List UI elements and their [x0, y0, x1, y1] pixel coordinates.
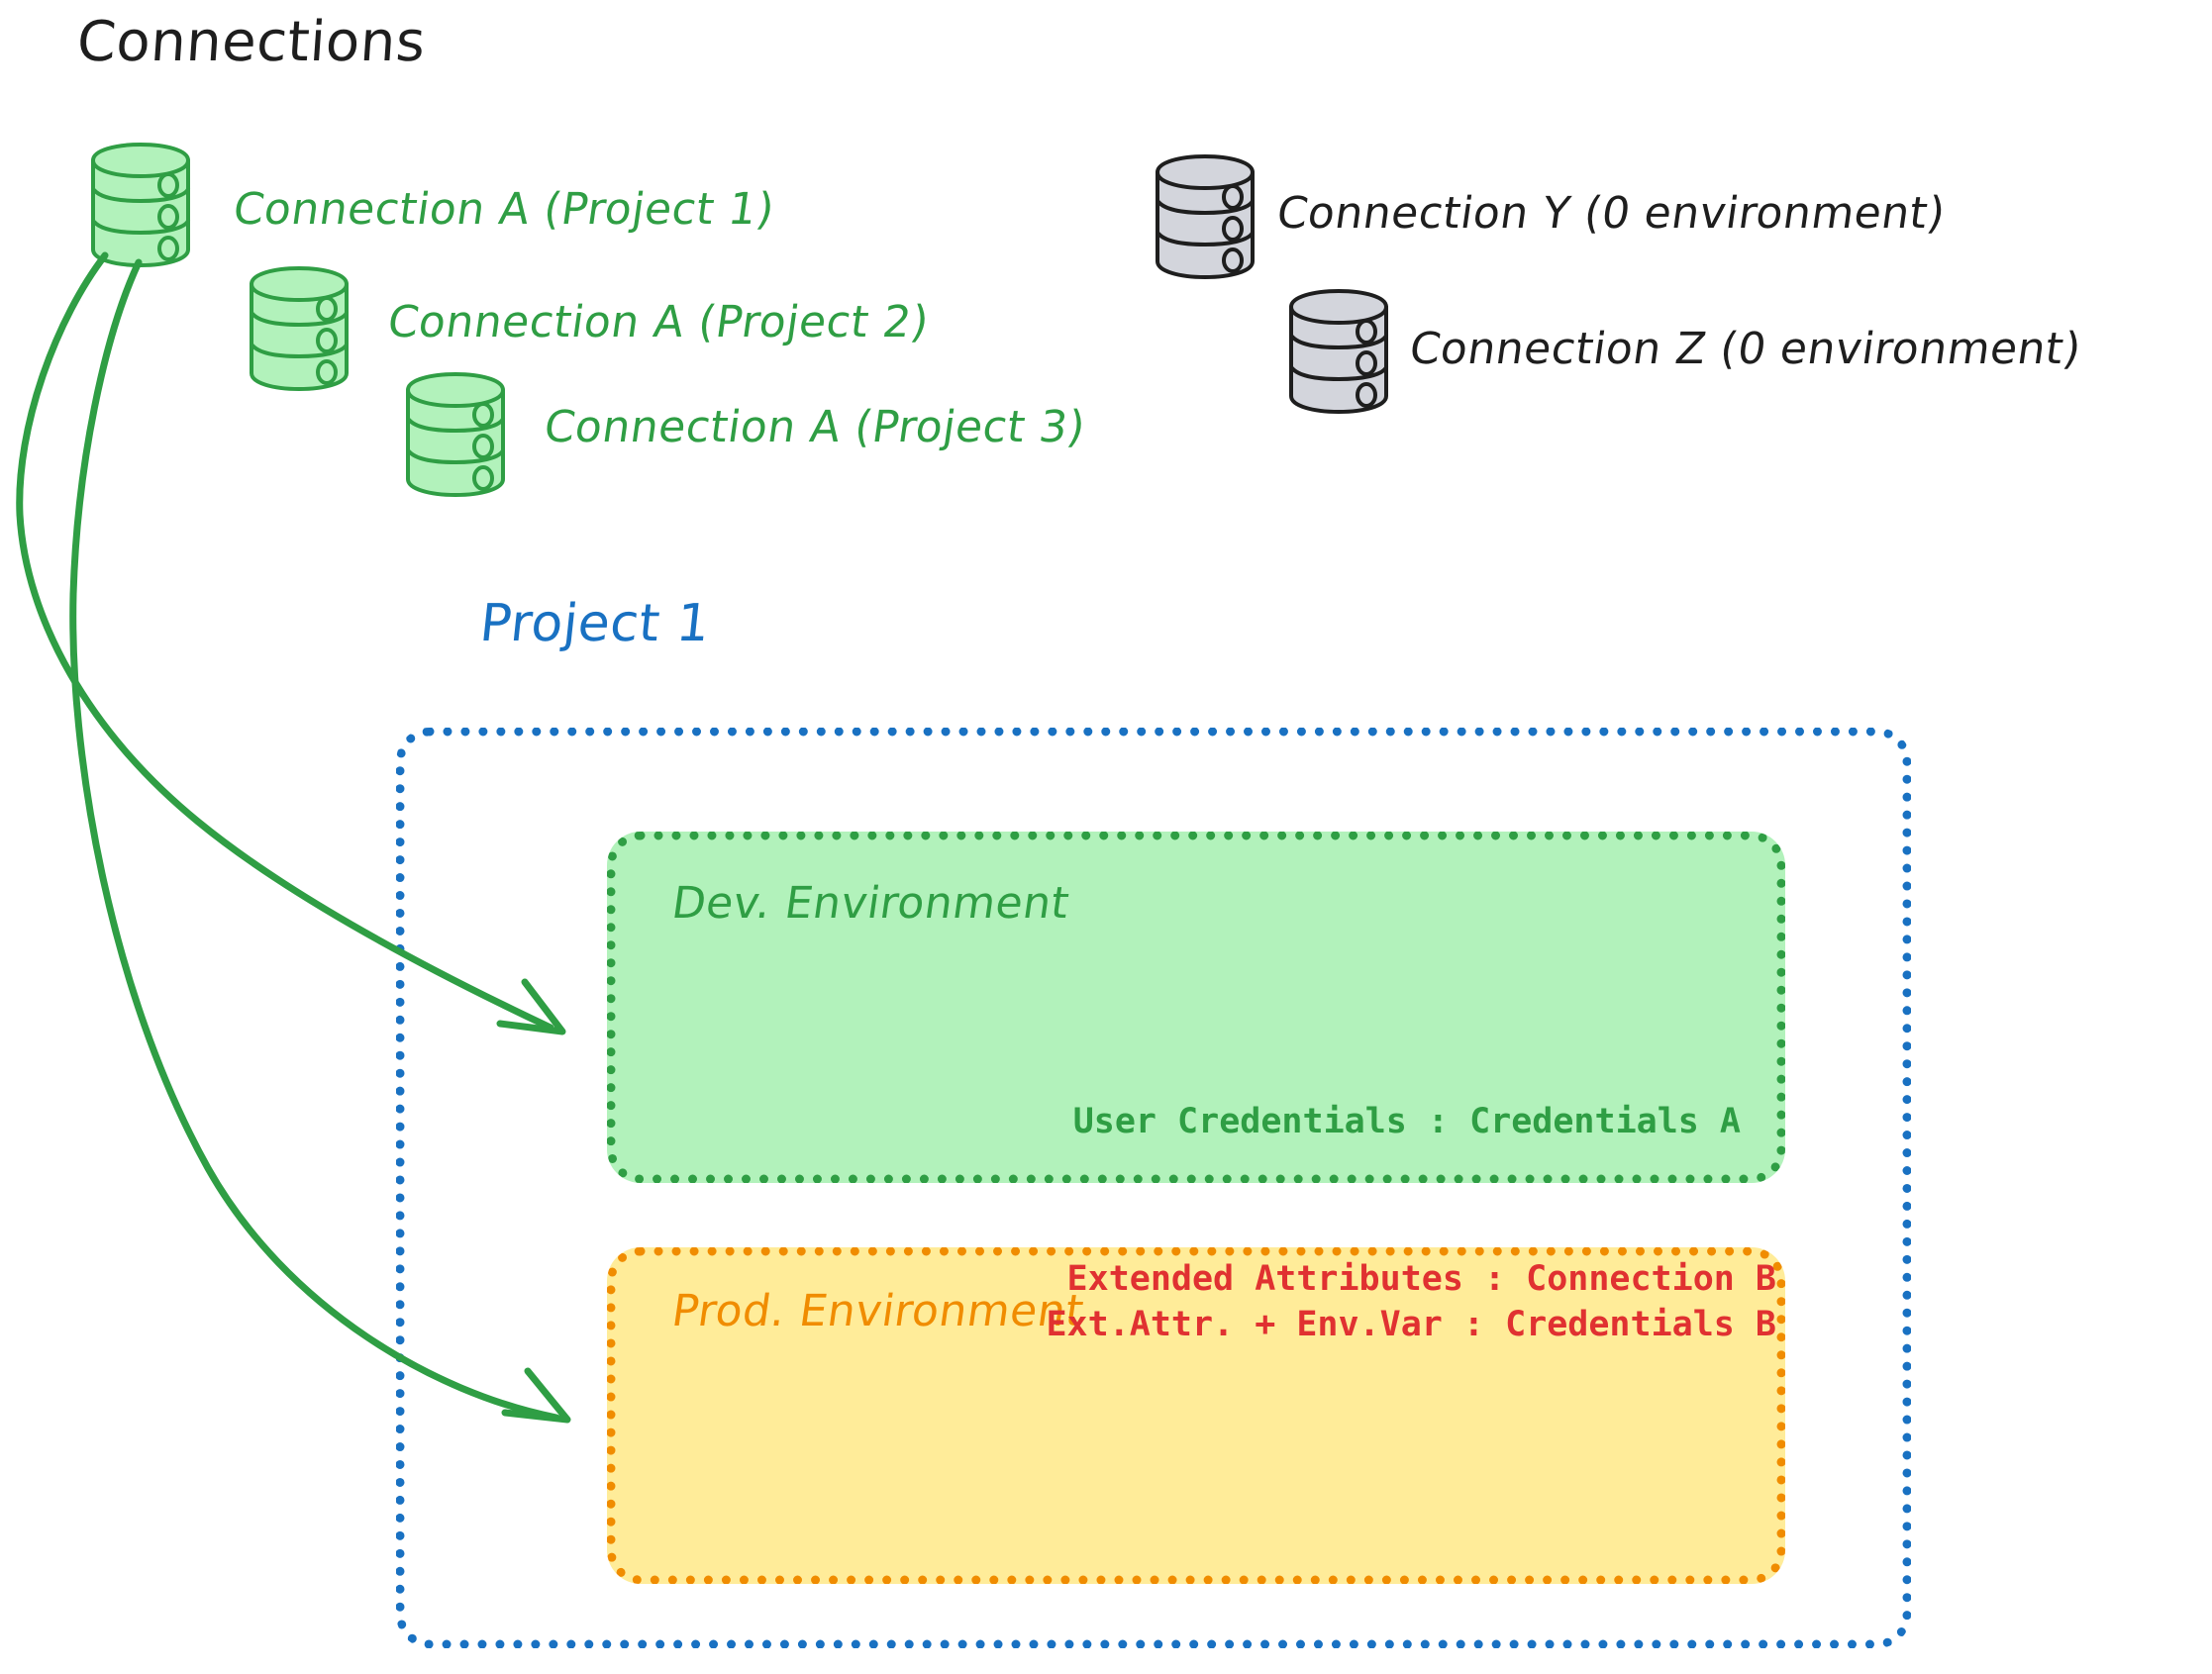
database-icon [87, 139, 196, 277]
connection-label-y: Connection Y (0 environment) [1273, 188, 1949, 239]
prod-extended-attributes-line: Extended Attributes : Connection B [1066, 1259, 1776, 1299]
dev-user-credentials-line: User Credentials : Credentials A [1072, 1102, 1741, 1141]
connection-label-a-project-3: Connection A (Project 3) [541, 402, 1089, 452]
prod-ext-attr-env-var-line: Ext.Attr. + Env.Var : Credentials B [1046, 1305, 1776, 1344]
database-icon [1285, 285, 1394, 424]
dev-environment-title: Dev. Environment [668, 878, 1073, 929]
dev-environment-box: Dev. Environment User Credentials : Cred… [607, 832, 1785, 1183]
connection-label-a-project-2: Connection A (Project 2) [384, 297, 933, 347]
project-title: Project 1 [476, 594, 714, 653]
database-icon [402, 368, 511, 507]
prod-attributes-block: Extended Attributes : Connection B Ext.A… [616, 1256, 1776, 1347]
connection-label-a-project-1: Connection A (Project 1) [230, 184, 778, 235]
connection-label-z: Connection Z (0 environment) [1406, 324, 2085, 374]
database-icon [246, 262, 354, 401]
database-icon [1152, 150, 1260, 289]
prod-environment-box: Prod. Environment Extended Attributes : … [607, 1247, 1785, 1584]
page-title: Connections [74, 10, 428, 74]
